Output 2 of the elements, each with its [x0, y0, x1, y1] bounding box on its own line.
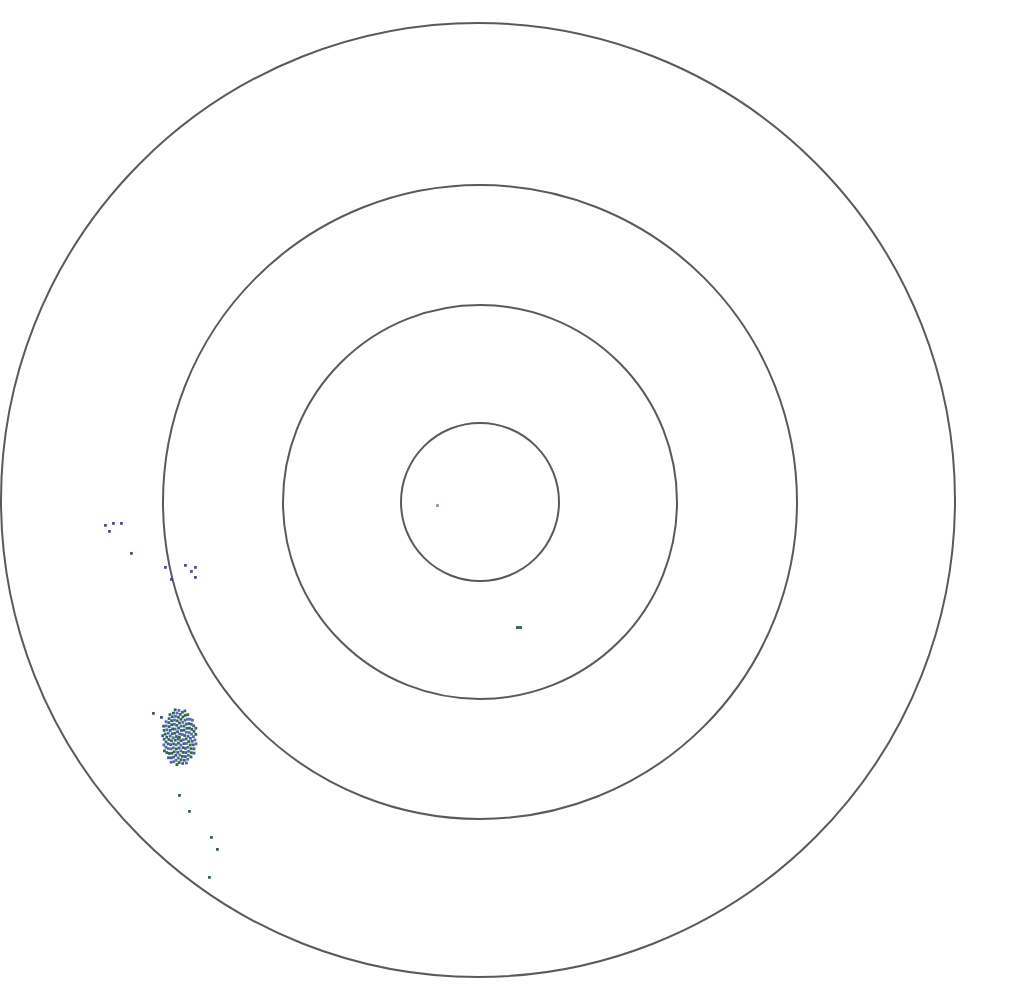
range-ring: [282, 304, 678, 700]
range-ring: [400, 422, 560, 582]
